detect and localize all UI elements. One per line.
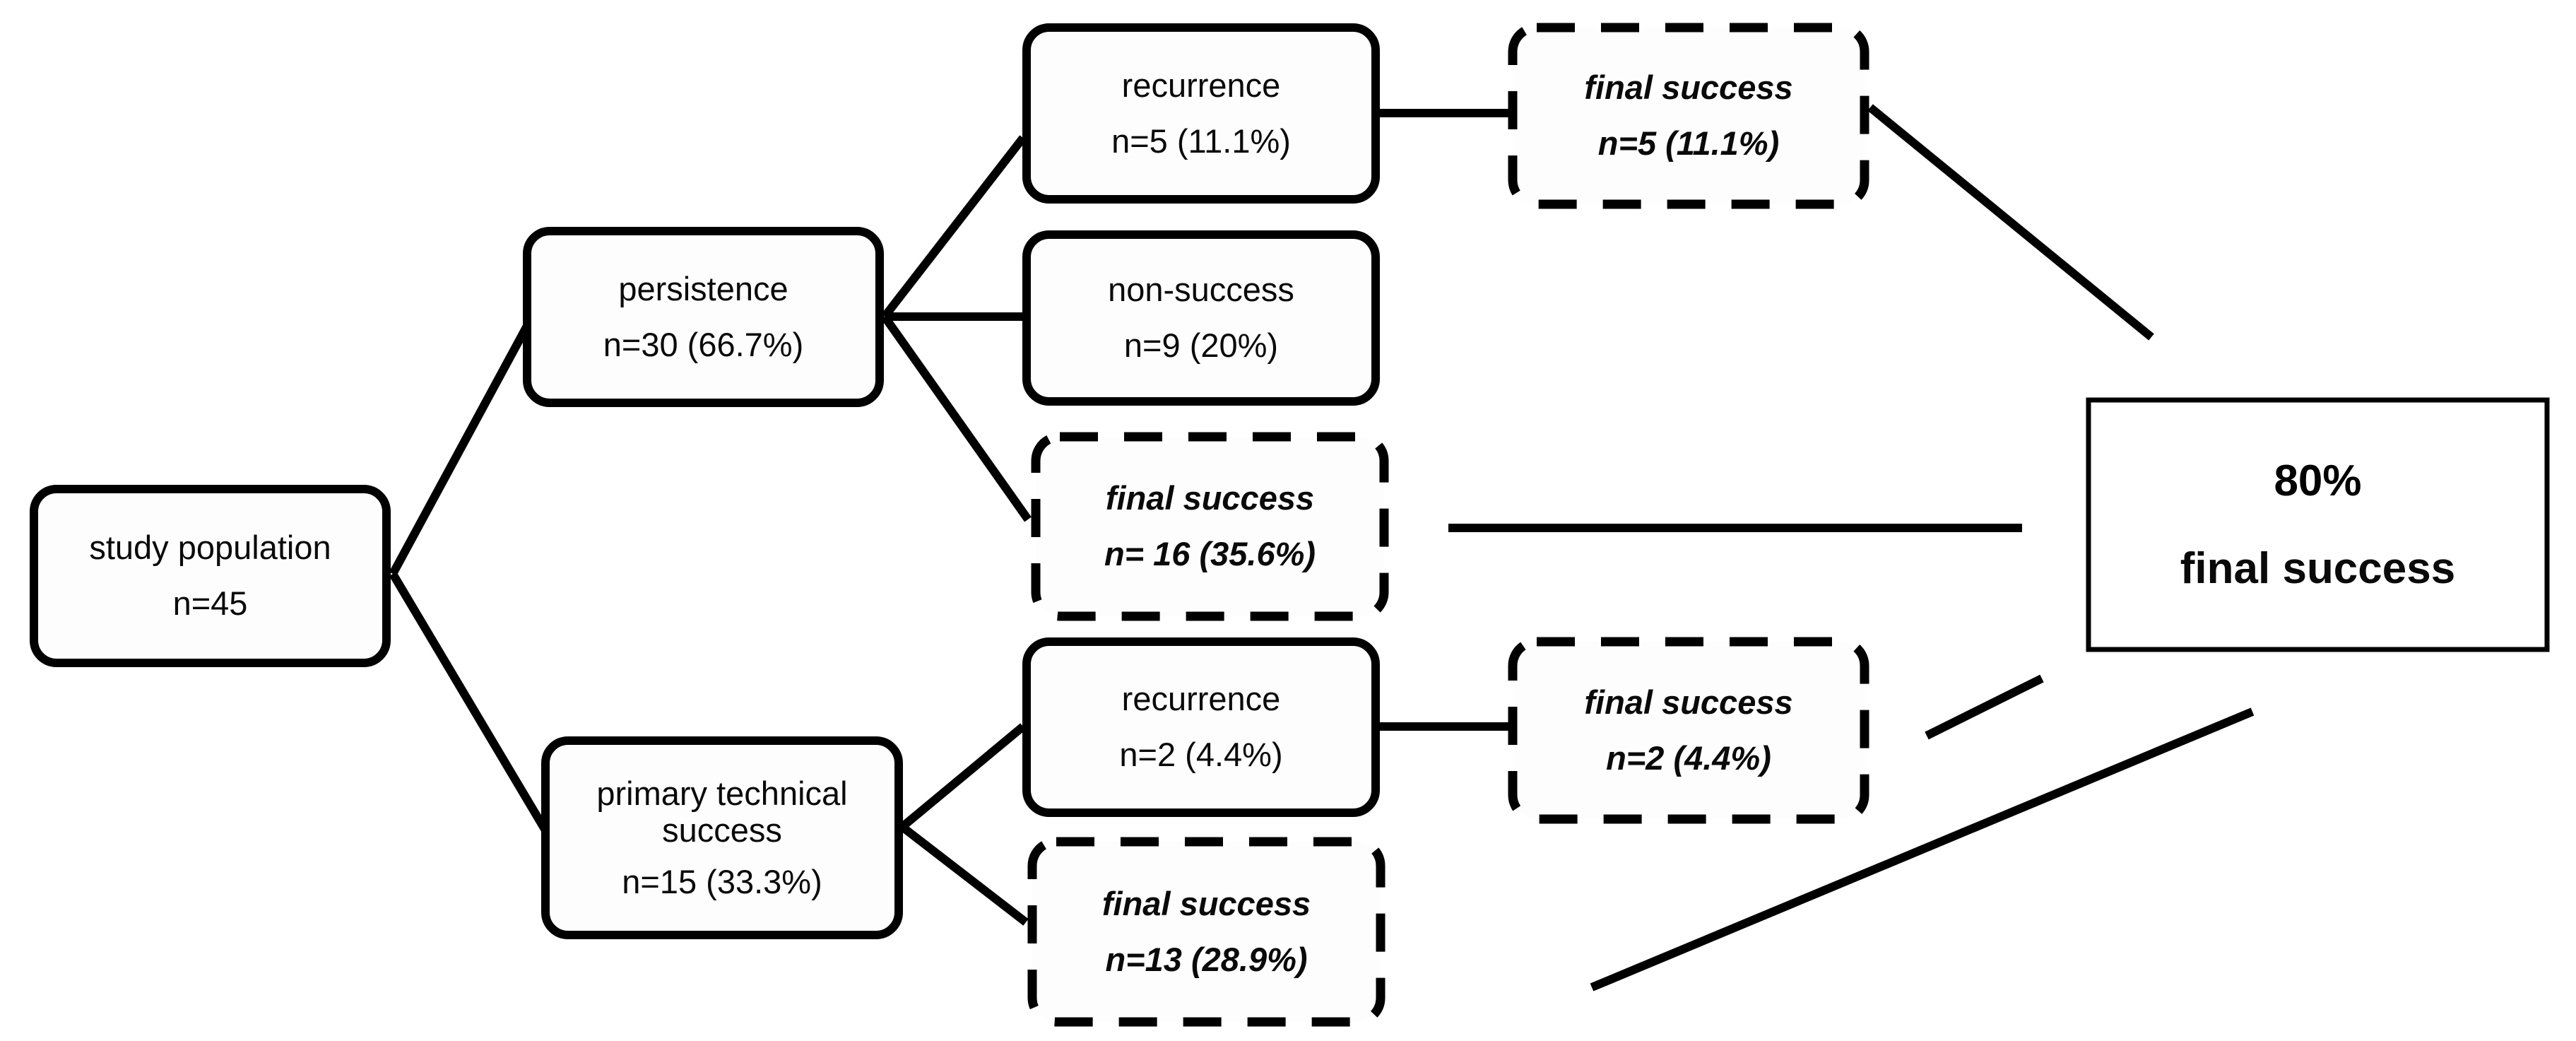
recurrence-persistence-box xyxy=(1022,23,1380,204)
overall-final-success-box xyxy=(2086,397,2550,652)
final-success-16-box xyxy=(1031,432,1389,621)
final-success-recurrence2-count: n=2 (4.4%) xyxy=(1606,739,1771,777)
primary-technical-success-node: primary technical success n=15 (33.3%) xyxy=(545,741,899,935)
final-success-primary-node: final success n=13 (28.9%) xyxy=(1032,842,1381,1022)
persistence-label: persistence xyxy=(618,269,788,307)
final-success-persistence-node: final success n= 16 (35.6%) xyxy=(1036,437,1384,616)
recurrence-persistence-label: recurrence xyxy=(1121,66,1281,104)
final-success-primary-label: final success xyxy=(1101,884,1311,922)
edge-study-to-primary xyxy=(389,571,552,837)
recurrence-primary-node: recurrence n=2 (4.4%) xyxy=(1027,642,1376,813)
final-success-persistence-label: final success xyxy=(1105,479,1315,517)
final-success-13-box xyxy=(1027,837,1386,1027)
primary-technical-success-label: primary technical success xyxy=(596,774,857,849)
final-success-5-box xyxy=(1508,23,1869,209)
overall-label: final success xyxy=(2180,543,2456,593)
primary-technical-success-box xyxy=(541,736,903,939)
final-success-recurrence1-node: final success n=5 (11.1%) xyxy=(1513,28,1865,204)
study-population-box xyxy=(30,485,391,667)
recurrence-persistence-count: n=5 (11.1%) xyxy=(1111,122,1291,160)
recurrence-primary-label: recurrence xyxy=(1121,680,1281,718)
final-success-persistence-count: n= 16 (35.6%) xyxy=(1104,535,1316,572)
recurrence-persistence-node: recurrence n=5 (11.1%) xyxy=(1027,28,1376,199)
final-success-recurrence2-label: final success xyxy=(1584,683,1793,721)
final-success-primary-count: n=13 (28.9%) xyxy=(1105,940,1308,978)
edge-study-to-persistence xyxy=(389,316,536,576)
final-success-2-box xyxy=(1508,637,1869,824)
edge-final5-to-overall xyxy=(1867,104,2154,341)
primary-technical-success-count: n=15 (33.3%) xyxy=(622,862,822,900)
overall-percent: 80% xyxy=(2274,456,2362,505)
persistence-count: n=30 (66.7%) xyxy=(603,325,804,363)
persistence-box xyxy=(523,227,884,407)
study-population-label: study population xyxy=(89,529,331,567)
persistence-node: persistence n=30 (66.7%) xyxy=(527,231,880,403)
final-success-recurrence1-count: n=5 (11.1%) xyxy=(1597,124,1780,162)
non-success-label: non-success xyxy=(1108,271,1294,309)
edge-persistence-to-recurrence1 xyxy=(881,135,1027,319)
non-success-count: n=9 (20%) xyxy=(1123,327,1279,364)
recurrence-primary-box xyxy=(1022,637,1380,817)
edge-persistence-to-final16 xyxy=(881,314,1032,522)
study-population-count: n=45 xyxy=(172,584,248,622)
edge-final2-to-overall xyxy=(1925,674,2044,740)
overall-final-success-node: 80% final success xyxy=(2088,400,2547,649)
final-success-recurrence1-label: final success xyxy=(1584,69,1793,107)
edge-primary-to-final13 xyxy=(899,823,1029,926)
edge-primary-to-recurrence2 xyxy=(899,723,1026,830)
edge-final13-to-overall xyxy=(1590,707,2255,992)
study-population-node: study population n=45 xyxy=(34,489,386,663)
non-success-node: non-success n=9 (20%) xyxy=(1027,235,1376,401)
recurrence-primary-count: n=2 (4.4%) xyxy=(1119,736,1283,773)
final-success-recurrence2-node: final success n=2 (4.4%) xyxy=(1513,642,1865,819)
non-success-box xyxy=(1022,230,1380,406)
